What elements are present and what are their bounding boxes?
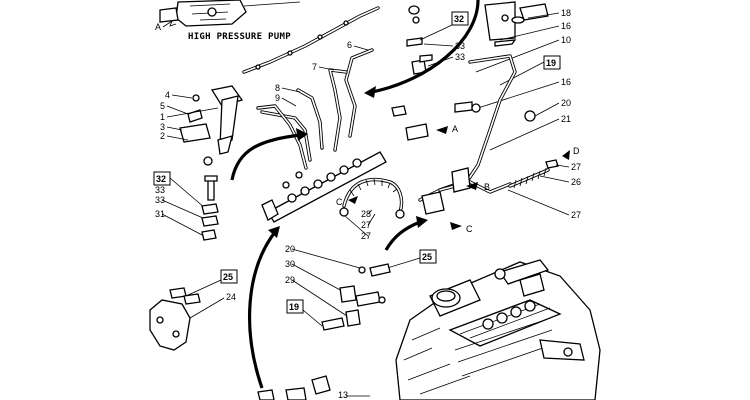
ref-box-19-bottom: [286, 299, 304, 314]
bracket-24: [149, 287, 201, 351]
ref-box-32-top: [451, 11, 469, 26]
label-8: 8: [275, 83, 280, 93]
flex-pipe: [339, 177, 405, 219]
label-21: 21: [561, 114, 571, 124]
label-5: 5: [160, 101, 165, 111]
junction-fittings: [391, 105, 429, 141]
high-pressure-pump: [159, 0, 301, 27]
label-1: 1: [160, 112, 165, 122]
label-9: 9: [275, 93, 280, 103]
feed-line: [418, 54, 536, 215]
pump-title: HIGH PRESSURE PUMP: [188, 32, 291, 42]
bolt-19: [321, 317, 345, 331]
letter-c-right: C: [466, 224, 473, 234]
label-29: 29: [285, 275, 295, 285]
label-33-b: 33: [455, 52, 465, 62]
label-27-mid-a: 27: [361, 220, 371, 230]
fuel-rail: [261, 151, 387, 223]
label-20-top: 20: [561, 98, 571, 108]
bracket-30: [339, 285, 386, 327]
top-bracket: [484, 1, 549, 47]
label-10: 10: [561, 35, 571, 45]
label-31: 31: [155, 209, 165, 219]
ref-box-25-left: [220, 269, 238, 284]
letter-a-center: A: [452, 124, 458, 134]
label-20-bottom: 20: [285, 244, 295, 254]
label-27-right-a: 27: [571, 162, 581, 172]
flow-arrow-top: [371, 0, 480, 94]
label-27-mid-b: 27: [361, 231, 371, 241]
sensor-13: [257, 375, 331, 400]
hose-26: [508, 159, 559, 189]
label-4: 4: [165, 90, 170, 100]
letter-a-pump: A: [155, 22, 161, 32]
label-33-c: 33: [155, 185, 165, 195]
return-line: [242, 6, 380, 74]
engine-block: [395, 259, 601, 400]
ref-32-top: 32: [454, 14, 464, 24]
injector-pipes: [256, 48, 374, 170]
clamp-top: [406, 5, 433, 75]
ref-32-left: 32: [156, 174, 166, 184]
ref-box-25-right: [419, 249, 437, 264]
flow-arrow-rail: [230, 133, 301, 181]
ref-25-right: 25: [422, 252, 432, 262]
bolt-25: [358, 263, 391, 277]
label-18: 18: [561, 8, 571, 18]
label-24: 24: [226, 292, 236, 302]
ref-19-top: 19: [546, 58, 556, 68]
injector: [179, 85, 244, 166]
label-16-right: 16: [561, 77, 571, 87]
ref-25-left: 25: [223, 272, 233, 282]
label-2: 2: [160, 131, 165, 141]
label-33-d: 33: [155, 195, 165, 205]
label-28: 28: [361, 209, 371, 219]
letter-d: D: [573, 146, 580, 156]
ref-19-bottom: 19: [289, 302, 299, 312]
label-3: 3: [160, 122, 165, 132]
flow-arrow-right: [384, 220, 421, 251]
letter-b: B: [484, 182, 490, 192]
label-26: 26: [571, 177, 581, 187]
label-33-a: 33: [455, 41, 465, 51]
letter-c-left: C: [336, 197, 343, 207]
bolt-31: [201, 175, 219, 241]
flow-arrow-engine: [247, 231, 277, 389]
label-16-top: 16: [561, 21, 571, 31]
label-6: 6: [347, 40, 352, 50]
label-30: 30: [285, 259, 295, 269]
label-13: 13: [338, 390, 348, 400]
ref-box-19-top: [543, 55, 561, 70]
label-7: 7: [312, 62, 317, 72]
label-27-right-b: 27: [571, 210, 581, 220]
